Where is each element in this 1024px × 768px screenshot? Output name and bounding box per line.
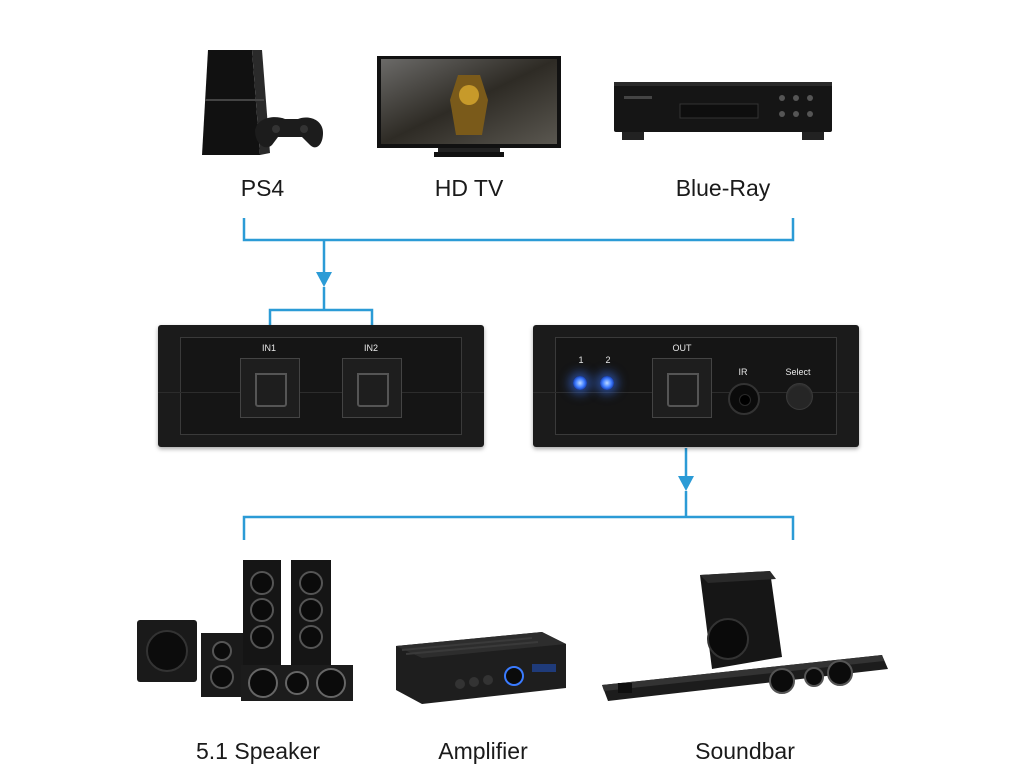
switch-output-box: 1 2 OUT IR Select <box>533 325 859 447</box>
tv-icon <box>376 55 562 160</box>
source-bracket <box>242 218 795 242</box>
output-label-5-1-speaker: 5.1 Speaker <box>195 738 321 764</box>
ir-label: IR <box>738 367 748 377</box>
led-indicator-2 <box>600 376 614 390</box>
amplifier-icon <box>392 628 568 708</box>
output-bracket <box>242 515 795 540</box>
led-label-1: 1 <box>578 355 584 365</box>
select-label: Select <box>785 367 811 377</box>
led-indicator-1 <box>573 376 587 390</box>
toslink-port-in2[interactable] <box>342 358 402 418</box>
output-arrowhead <box>678 476 694 491</box>
switch-input-panel <box>180 337 462 435</box>
source-label-hd-tv: HD TV <box>434 175 504 201</box>
speaker-system-icon <box>135 555 357 705</box>
source-arrowhead <box>316 272 332 287</box>
port-label-in1: IN1 <box>261 343 276 353</box>
soundbar-icon <box>600 565 890 705</box>
source-label-blu-ray: Blue-Ray <box>675 175 771 201</box>
output-label-soundbar: Soundbar <box>695 738 795 764</box>
port-label-in2: IN2 <box>363 343 378 353</box>
toslink-port-in1[interactable] <box>240 358 300 418</box>
output-label-amplifier: Amplifier <box>438 738 528 764</box>
toslink-port-out[interactable] <box>652 358 712 418</box>
ir-jack-icon[interactable] <box>728 383 760 415</box>
source-label-ps4: PS4 <box>240 175 285 201</box>
port-label-out: OUT <box>672 343 692 353</box>
switch-input-box: IN1 IN2 <box>158 325 484 447</box>
led-label-2: 2 <box>605 355 611 365</box>
select-button[interactable] <box>786 383 813 410</box>
bluray-player-icon <box>612 78 834 143</box>
input-port-bracket <box>268 308 374 325</box>
ps4-console-icon <box>200 45 325 160</box>
